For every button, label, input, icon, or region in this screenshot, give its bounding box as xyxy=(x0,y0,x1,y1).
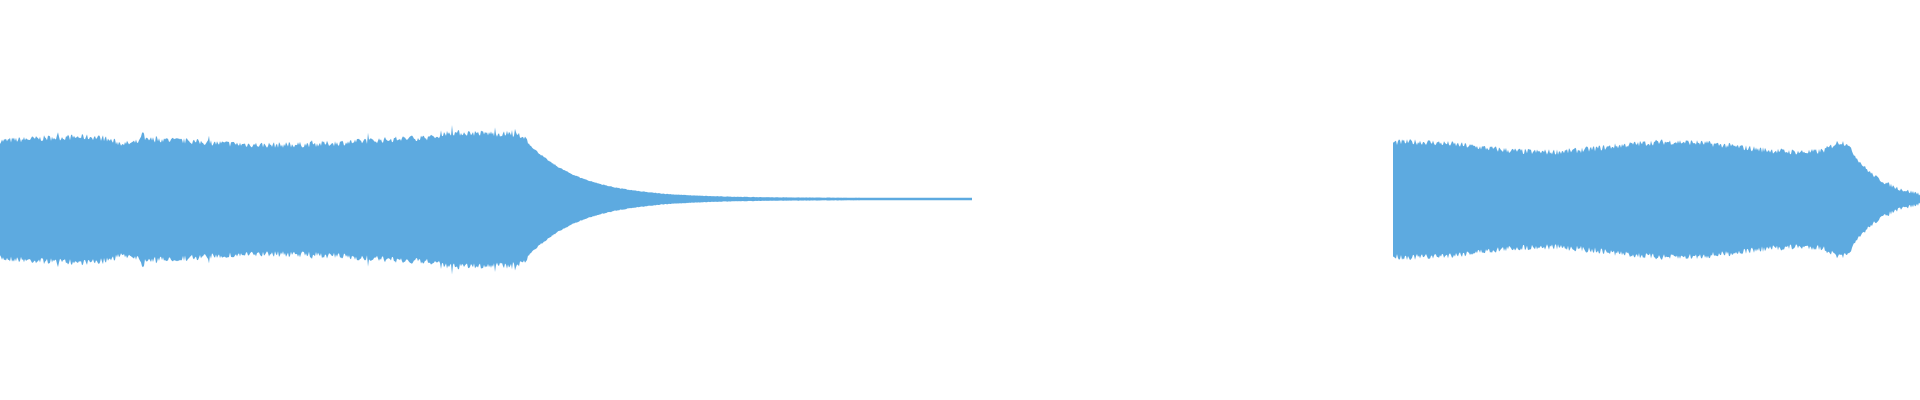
waveform-clip-1[interactable] xyxy=(0,125,972,275)
waveform-clip-1-shape xyxy=(0,125,972,275)
waveform-clip-2[interactable] xyxy=(1393,139,1920,261)
waveform-clip-2-shape xyxy=(1393,139,1920,261)
